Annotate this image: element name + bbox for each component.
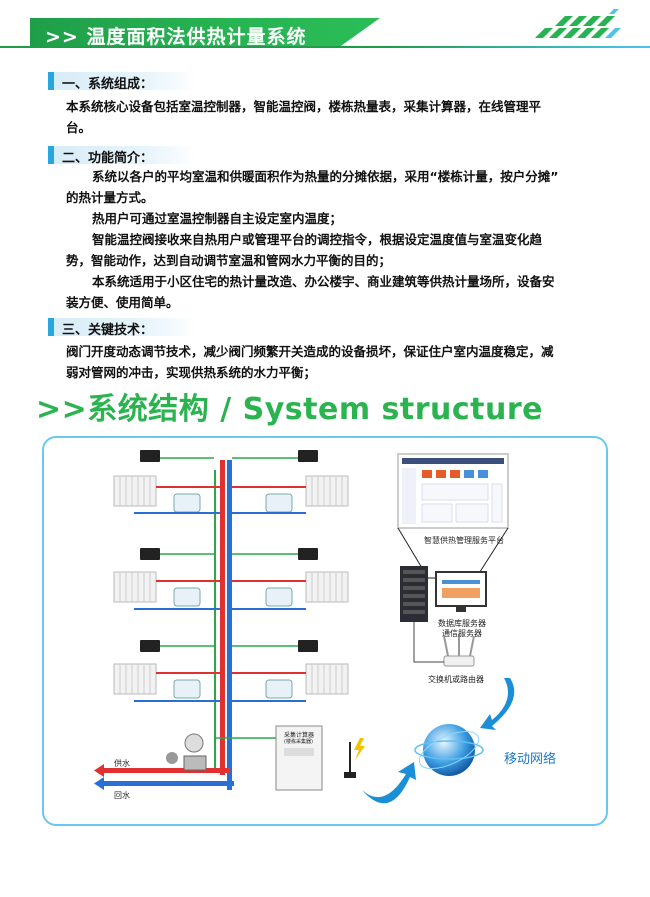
db-server-label: 数据库服务器	[438, 619, 486, 628]
monitor-icon	[435, 571, 487, 612]
return-label: 回水	[114, 791, 130, 800]
paragraph-line: 势，智能动作，达到自动调节室温和管网水力平衡的目的；	[66, 253, 392, 268]
flow-arrows	[362, 678, 515, 804]
data-lines	[160, 457, 298, 739]
section-heading-key-tech: 三、关键技术：	[48, 318, 196, 338]
supply-return-pipes	[94, 764, 234, 790]
mobile-network-label: 移动网络	[504, 752, 557, 767]
floor-units	[113, 450, 349, 702]
globe-icon	[414, 724, 484, 776]
comm-server-label: 通信服务器	[442, 629, 482, 638]
paragraph-line: 本系统核心设备包括室温控制器，智能温控阀，楼栋热量表，采集计算器，在线管理平	[66, 99, 542, 114]
section-heading-functions: 二、功能简介：	[48, 146, 196, 166]
page-title: >> 温度面积法供热计量系统	[45, 26, 307, 48]
platform-label: 智慧供热管理服务平台	[424, 536, 504, 545]
section-body-functions: 系统以各户的平均室温和供暖面积作为热量的分摊依据，采用“楼栋计量，按户分摊” 的…	[66, 166, 614, 313]
paragraph-line: 台。	[66, 120, 92, 135]
paragraph-line: 装方便、使用简单。	[66, 295, 179, 310]
banner-pattern-decoration	[535, 9, 621, 38]
server-rack-icon	[400, 566, 428, 622]
structure-title: >>系统结构 / System structure	[36, 392, 544, 427]
supply-label: 供水	[114, 759, 130, 768]
collector-cabinet	[275, 725, 365, 791]
section-marker	[48, 146, 54, 164]
section-title: 一、系统组成：	[62, 77, 154, 92]
diagram-graphics	[94, 450, 515, 804]
paragraph-line: 系统以各户的平均室温和供暖面积作为热量的分摊依据，采用“楼栋计量，按户分摊”	[92, 169, 559, 184]
paragraph-line: 热用户可通过室温控制器自主设定室内温度；	[92, 211, 343, 226]
section-body-composition: 本系统核心设备包括室温控制器，智能温控阀，楼栋热量表，采集计算器，在线管理平 台…	[66, 96, 614, 138]
cabinet-label: 采集计算器	[284, 732, 315, 739]
heat-meter	[166, 733, 207, 771]
section-marker	[48, 72, 54, 90]
main-risers	[214, 460, 232, 790]
router-label: 交换机或路由器	[428, 675, 484, 684]
paragraph-line: 阀门开度动态调节技术，减少阀门频繁开关造成的设备损坏，保证住户室内温度稳定，减	[66, 344, 554, 359]
system-structure-diagram: 智慧供热管理服务平台 数据库服务器 通信服务器 交换机或路由器 供水 回水 采集…	[42, 436, 608, 826]
paragraph-line: 智能温控阀接收来自热用户或管理平台的调控指令，根据设定温度值与室温变化趋	[92, 232, 543, 247]
section-body-key-tech: 阀门开度动态调节技术，减少阀门频繁开关造成的设备损坏，保证住户室内温度稳定，减 …	[66, 341, 614, 383]
paragraph-line: 弱对管网的冲击，实现供热系统的水力平衡；	[66, 365, 317, 380]
paragraph-line: 本系统适用于小区住宅的热计量改造、办公楼宇、商业建筑等供热计量场所，设备安	[92, 274, 555, 289]
banner-stripe	[0, 46, 650, 48]
banner-bar	[30, 18, 380, 48]
paragraph-line: 的热计量方式。	[66, 190, 154, 205]
section-marker	[48, 318, 54, 336]
section-title: 三、关键技术：	[62, 323, 154, 338]
section-title: 二、功能简介：	[62, 151, 154, 166]
cabinet-sublabel: (楼栋采集器)	[284, 739, 313, 745]
router-icon	[443, 634, 475, 667]
header-banner: >> 温度面积法供热计量系统	[0, 9, 650, 50]
platform-screen	[397, 453, 509, 529]
section-heading-composition: 一、系统组成：	[48, 72, 196, 92]
